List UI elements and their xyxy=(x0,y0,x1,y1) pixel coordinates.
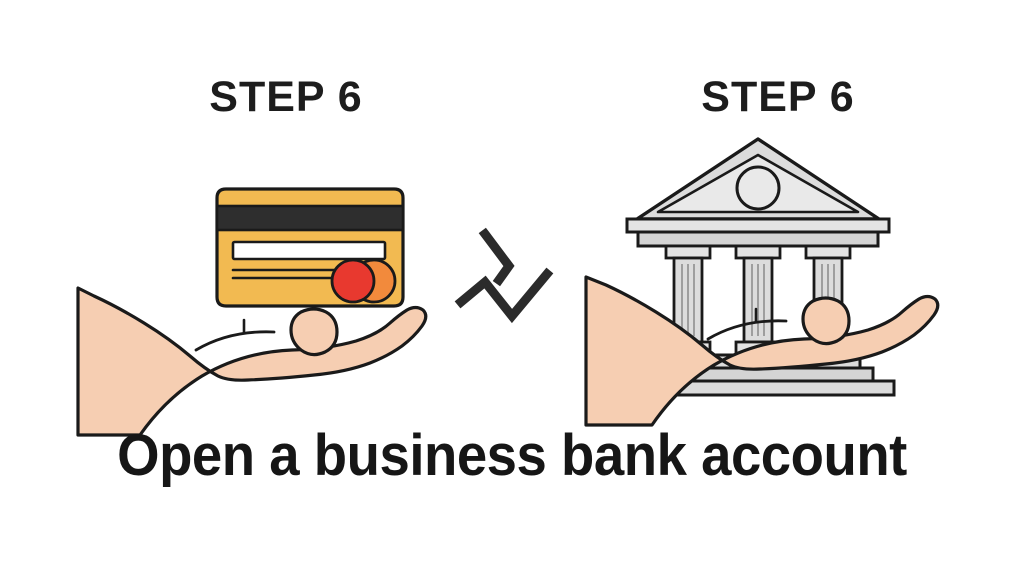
card-signature-strip xyxy=(231,240,387,261)
column-capital xyxy=(804,244,852,260)
open-palm-shape xyxy=(584,275,940,427)
finger-crease xyxy=(706,319,788,341)
step-label-left: STEP 6 xyxy=(209,73,363,121)
card-logo-circle-red xyxy=(330,258,376,304)
hand-holding-credit-card-illustration xyxy=(76,160,458,440)
thumb-shape xyxy=(801,296,851,346)
caption-text: Open a business bank account xyxy=(117,423,907,488)
bank-architrave-bottom xyxy=(636,230,880,248)
hand-holding-bank-illustration xyxy=(584,125,966,440)
transition-arrow-illustration xyxy=(454,218,575,338)
open-palm-shape xyxy=(76,286,428,437)
bank-medallion-circle xyxy=(735,165,781,211)
arrow-hook-stroke xyxy=(478,227,515,287)
bank-column-center xyxy=(734,244,782,357)
column-capital xyxy=(734,244,782,260)
card-magnetic-stripe xyxy=(215,204,405,232)
credit-card-group xyxy=(215,187,405,308)
thumb-shape xyxy=(289,307,339,357)
bank-architrave-top xyxy=(625,217,891,234)
column-capital xyxy=(664,244,712,260)
step-label-right: STEP 6 xyxy=(701,73,855,121)
left-hand-group xyxy=(76,286,428,437)
finger-crease xyxy=(194,330,276,352)
arrow-chevron-stroke xyxy=(454,267,554,324)
right-hand-group xyxy=(584,275,940,427)
